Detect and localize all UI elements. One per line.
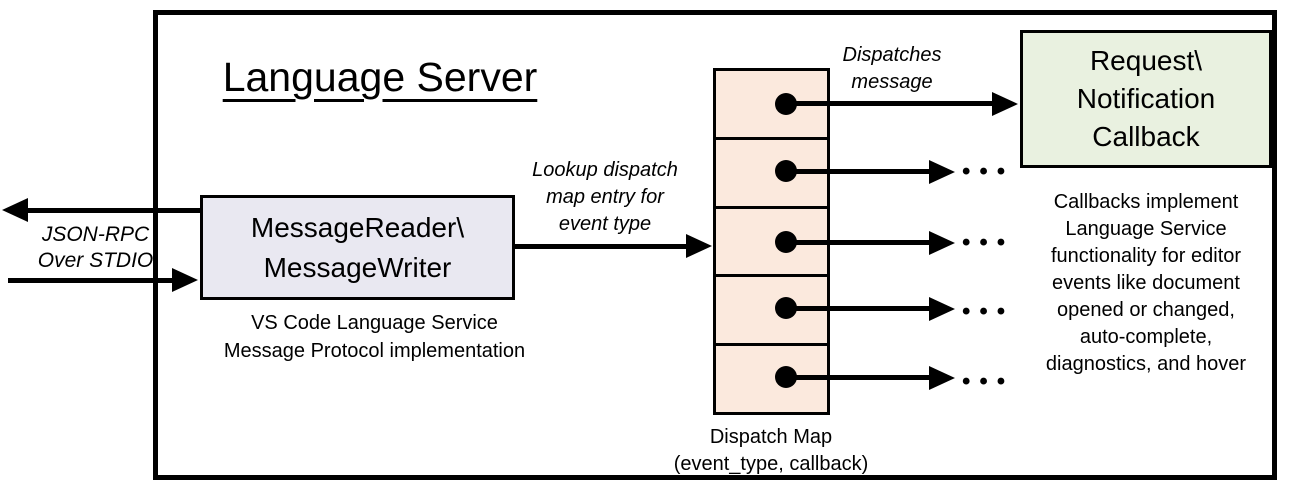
ellipsis-3: ••• (962, 229, 1015, 256)
lookup-label: Lookup dispatch map entry for event type (510, 157, 700, 238)
json-rpc-label-line1: JSON-RPC (41, 223, 150, 246)
dispatch-map-caption-line1: Dispatch Map (709, 426, 833, 448)
reader-caption: VS Code Language Service Message Protoco… (212, 309, 537, 365)
arrow-stdio-out-head-icon (2, 198, 28, 222)
ellipsis-4: ••• (962, 298, 1015, 325)
arrow-stdio-out-shaft (26, 208, 200, 213)
dispatches-label-line1: Dispatches (842, 44, 942, 66)
callback-caption-line3: functionality for editor (1050, 245, 1242, 267)
arrow-dispatch-4-head-icon (929, 297, 955, 321)
dispatch-map-cell-4 (716, 277, 827, 347)
dispatch-map-cell-2 (716, 140, 827, 209)
callback-caption-line2: Language Service (1065, 218, 1227, 240)
dispatch-map-caption: Dispatch Map (event_type, callback) (651, 424, 891, 478)
dispatches-label-line2: message (851, 71, 933, 93)
callback-caption-line1: Callbacks implement (1053, 191, 1239, 213)
callback-box-line1: Request\ (1089, 45, 1203, 76)
arrow-dispatch-1-head-icon (992, 92, 1018, 116)
lookup-label-line1: Lookup dispatch (532, 159, 678, 181)
arrow-dispatch-2-shaft (786, 169, 931, 174)
dispatch-map-caption-line2: (event_type, callback) (673, 453, 869, 475)
arrow-dispatch-2-head-icon (929, 160, 955, 184)
request-notification-callback-box: Request\ Notification Callback (1020, 30, 1272, 168)
lookup-label-line2: map entry for (546, 186, 664, 208)
arrow-dispatch-4-shaft (786, 306, 931, 311)
arrow-lookup-head-icon (686, 234, 712, 258)
callback-caption-line5: opened or changed, (1057, 299, 1235, 321)
callback-box-line2: Notification (1076, 83, 1216, 114)
arrow-dispatch-3-head-icon (929, 231, 955, 255)
dispatches-label: Dispatches message (831, 42, 953, 96)
callback-caption: Callbacks implement Language Service fun… (1016, 189, 1276, 378)
dispatch-map-cell-3 (716, 209, 827, 278)
arrow-stdio-in-shaft (8, 278, 174, 283)
reader-caption-line1: VS Code Language Service (251, 312, 498, 334)
callback-caption-line7: diagnostics, and hover (1045, 353, 1247, 375)
reader-caption-line2: Message Protocol implementation (223, 340, 526, 362)
arrow-dispatch-1-shaft (786, 101, 994, 106)
arrow-lookup-shaft (515, 244, 688, 249)
arrow-stdio-in-head-icon (172, 268, 198, 292)
diagram-title: Language Server (222, 54, 538, 100)
json-rpc-label: JSON-RPC Over STDIO (18, 222, 173, 274)
callback-caption-line4: events like document (1052, 272, 1240, 294)
message-reader-writer-box: MessageReader\ MessageWriter (200, 195, 515, 300)
callback-caption-line6: auto-complete, (1079, 326, 1213, 348)
arrow-dispatch-5-shaft (786, 375, 931, 380)
dispatch-map-cell-1 (716, 71, 827, 140)
reader-box-line1: MessageReader\ (250, 211, 465, 243)
arrow-dispatch-3-shaft (786, 240, 931, 245)
ellipsis-2: ••• (962, 158, 1015, 185)
ellipsis-5: ••• (962, 368, 1015, 395)
json-rpc-label-line2: Over STDIO (37, 249, 154, 272)
lookup-label-line3: event type (558, 213, 652, 235)
language-server-outer-box (153, 10, 1277, 480)
arrow-dispatch-5-head-icon (929, 366, 955, 390)
callback-box-line3: Callback (1092, 121, 1200, 152)
reader-box-line2: MessageWriter (263, 251, 452, 283)
